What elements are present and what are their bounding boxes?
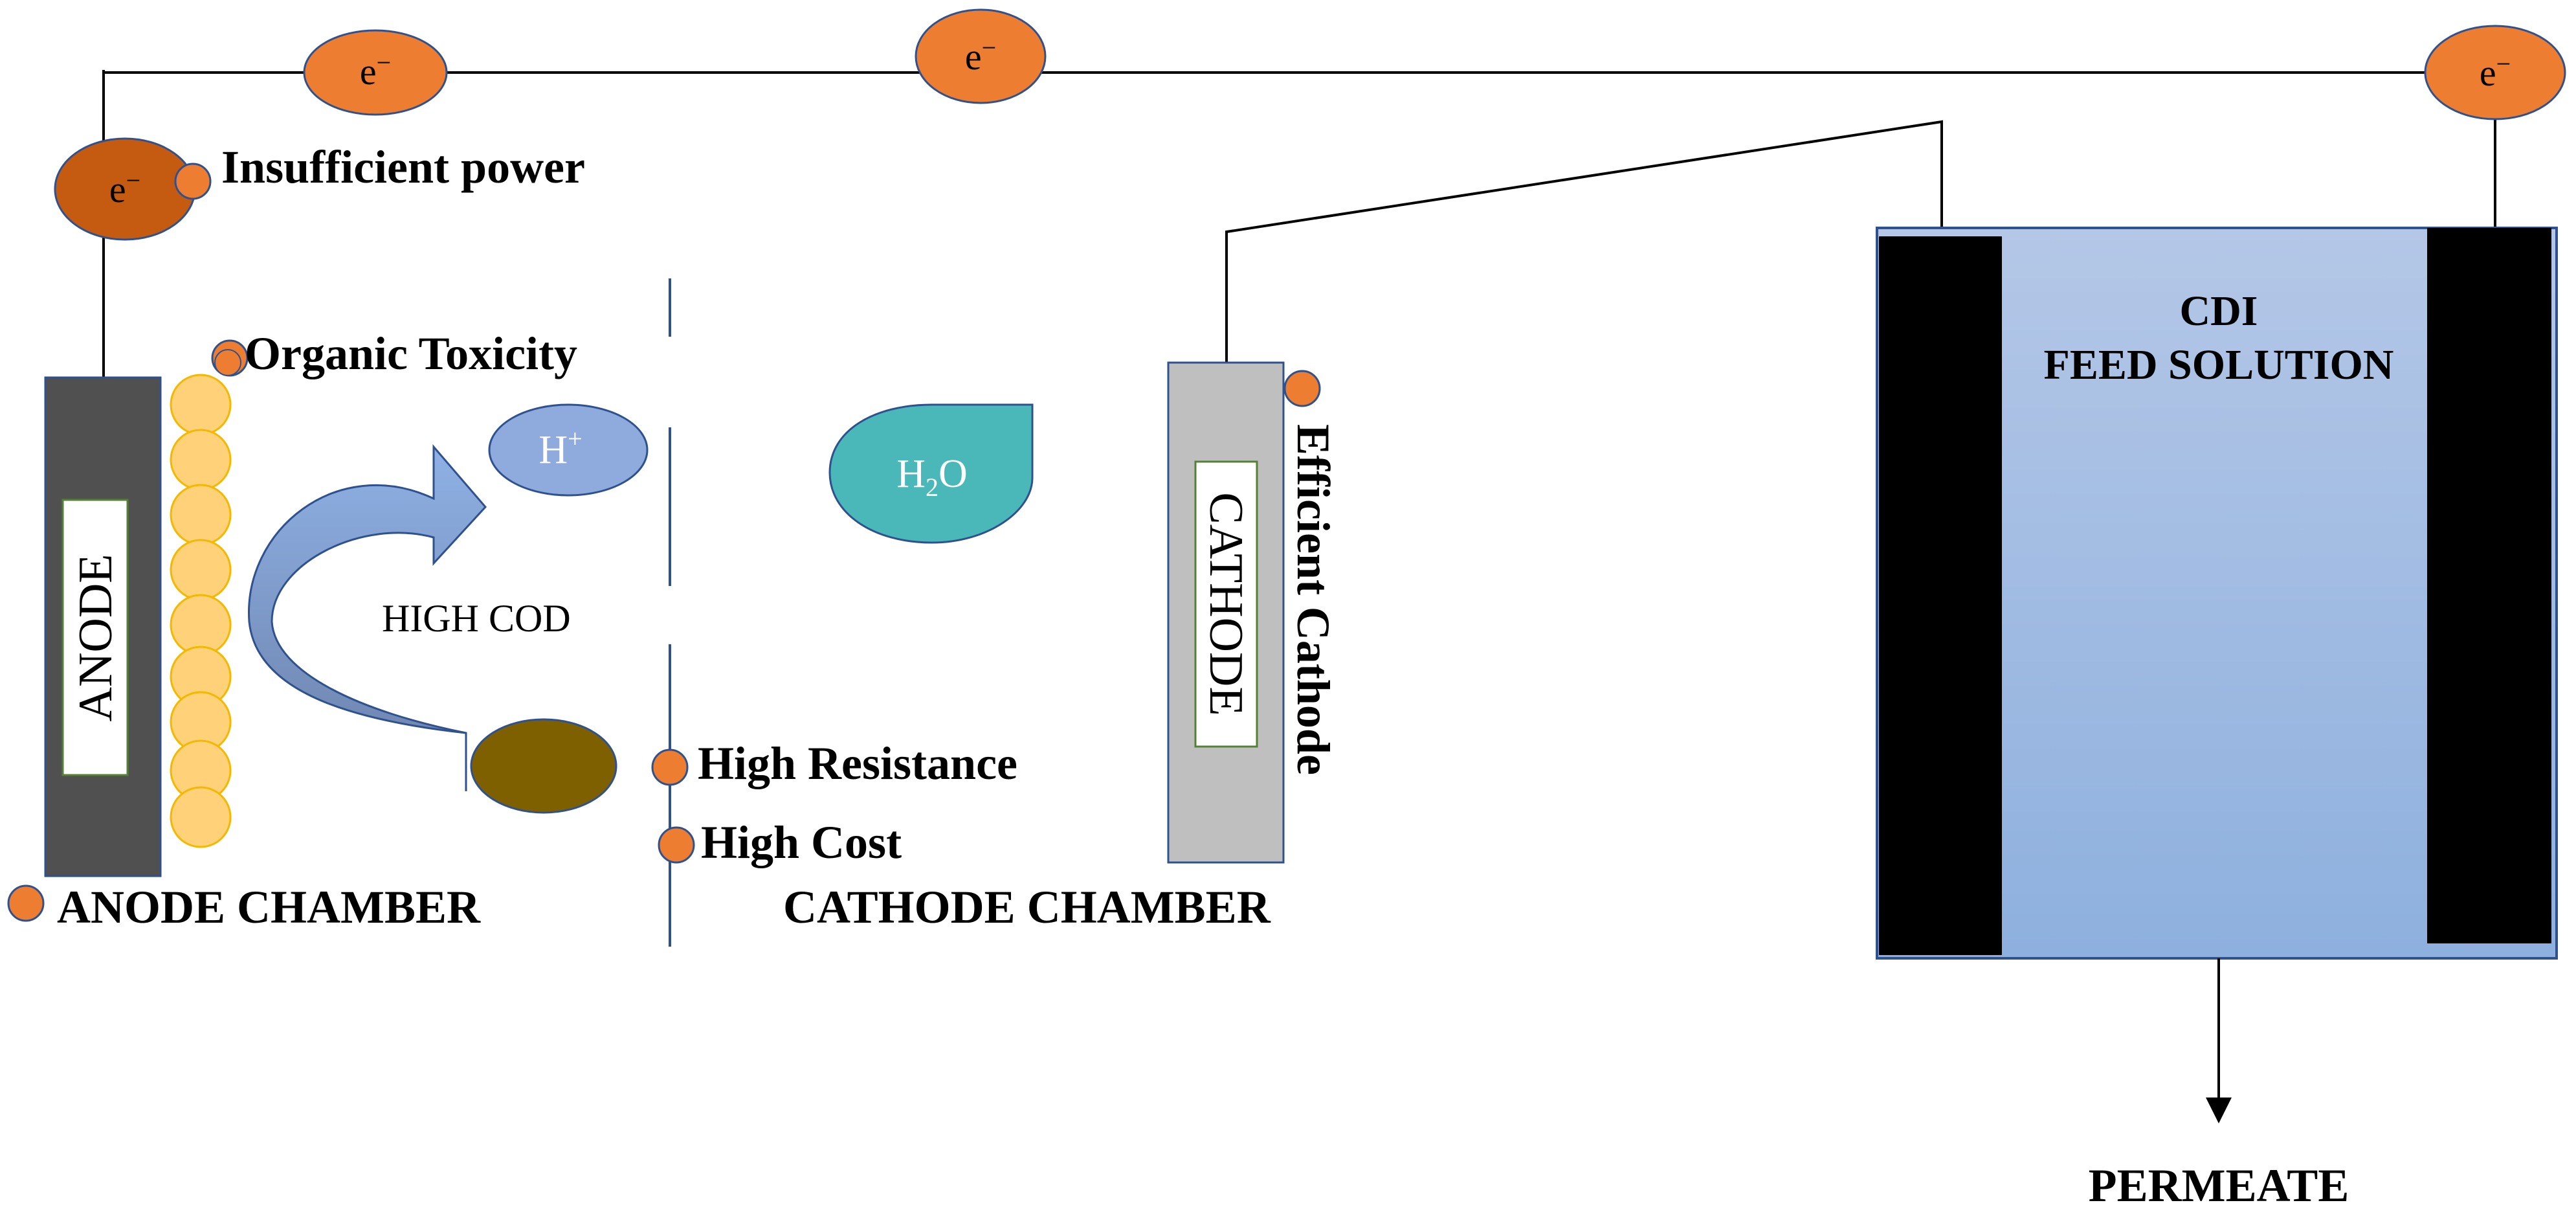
proton-symbol: H (539, 428, 568, 472)
anode-electrode: ANODE (44, 376, 162, 877)
bacterium (170, 539, 232, 601)
water-subscript: 2 (926, 473, 938, 502)
bacterium (170, 374, 232, 436)
organic-toxicity-label: Organic Toxicity (245, 328, 577, 379)
organic-particle (470, 718, 617, 814)
svg-text:e−: e− (360, 48, 391, 93)
bullet-dot (7, 884, 45, 922)
electron-anode: e− (54, 137, 196, 241)
cathode-label: CATHODE (1199, 492, 1252, 715)
svg-text:e−: e− (109, 166, 140, 210)
svg-text:H2O: H2O (896, 452, 968, 502)
high-cost-label: High Cost (701, 816, 902, 868)
anode-label: ANODE (69, 554, 122, 722)
electron-2: e− (915, 8, 1047, 104)
proton-ion: H+ (488, 403, 649, 497)
electron-3: e− (2424, 25, 2566, 120)
high-cod-label: HIGH COD (382, 597, 571, 640)
bacterium (170, 594, 232, 656)
bullet-dot (651, 749, 689, 786)
curved-arrow (248, 444, 487, 791)
cdi-right-electrode (2427, 228, 2551, 943)
electron-symbol: e (360, 51, 377, 93)
proton-charge: + (568, 424, 583, 453)
bacterium (170, 786, 232, 848)
electron-charge: − (982, 33, 997, 62)
high-resistance-label: High Resistance (698, 737, 1017, 789)
cdi-cell: CDI FEED SOLUTION (1876, 227, 2558, 960)
bacterium (170, 484, 232, 546)
water-molecule: H2O (828, 403, 1034, 544)
efficient-cathode-label: Efficient Cathode (1287, 424, 1339, 775)
svg-text:e−: e− (965, 33, 996, 78)
electron-charge: − (2496, 49, 2511, 78)
electron-charge: − (377, 48, 392, 77)
anode-chamber-label: ANODE CHAMBER (57, 881, 481, 933)
svg-text:e−: e− (2480, 49, 2511, 94)
cdi-left-electrode (1879, 236, 2002, 955)
bacteria-biofilm (170, 374, 232, 848)
svg-text:H+: H+ (539, 424, 582, 472)
electron-symbol: e (109, 168, 126, 210)
bullet-dot (658, 826, 695, 864)
bacterium (170, 429, 232, 491)
wire-cathode-to-cdi (1225, 120, 1943, 363)
electron-1: e− (303, 29, 448, 116)
water-h: H (896, 452, 926, 496)
bullet-dot (1283, 370, 1321, 407)
cdi-title: CDI (2179, 287, 2258, 335)
cathode-chamber-label: CATHODE CHAMBER (783, 881, 1271, 933)
permeate-label: PERMEATE (2089, 1160, 2349, 1211)
cdi-feed-label: FEED SOLUTION (2044, 341, 2394, 388)
insufficient-power-label: Insufficient power (221, 141, 585, 193)
cathode-electrode: CATHODE (1167, 361, 1285, 864)
electron-charge: − (126, 166, 141, 195)
electron-symbol: e (965, 36, 982, 78)
bullet-dot (214, 349, 241, 376)
water-o: O (938, 452, 968, 496)
bullet-dot (174, 163, 212, 200)
electron-symbol: e (2480, 52, 2496, 94)
